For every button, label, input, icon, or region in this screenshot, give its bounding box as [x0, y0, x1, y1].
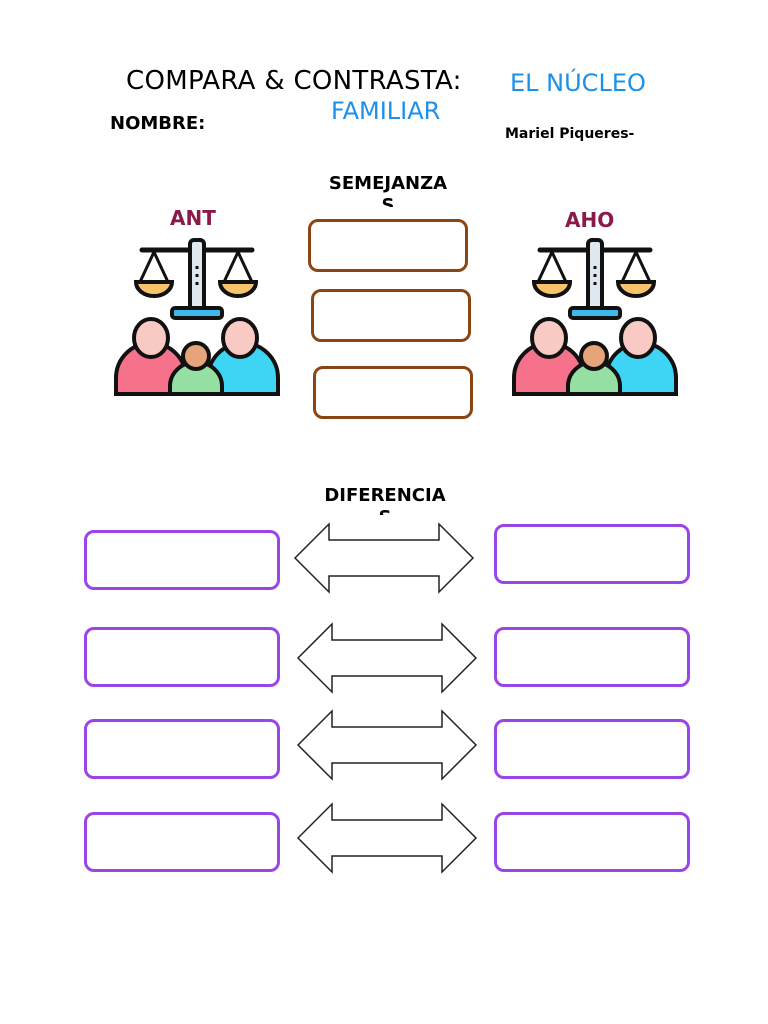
family-justice-illustration-right: [512, 238, 678, 396]
difference-left-box-3[interactable]: [84, 719, 280, 779]
double-arrow-icon: [293, 522, 475, 594]
similarities-heading: SEMEJANZAS: [328, 173, 448, 207]
name-label: NOMBRE:: [110, 113, 206, 134]
similarity-box-2[interactable]: [311, 289, 471, 342]
column-heading-right: AHO: [565, 208, 615, 232]
double-arrow-icon: [296, 622, 478, 694]
difference-left-box-2[interactable]: [84, 627, 280, 687]
title-accent-line2: FAMILIAR: [331, 97, 441, 125]
difference-right-box-2[interactable]: [494, 627, 690, 687]
difference-right-box-3[interactable]: [494, 719, 690, 779]
family-justice-illustration-left: [114, 238, 280, 396]
page-title: COMPARA & CONTRASTA:: [126, 66, 462, 96]
double-arrow-icon: [296, 802, 478, 874]
column-heading-left: ANT: [170, 206, 216, 230]
family-icon: [512, 317, 678, 396]
balance-scale-icon: [133, 238, 259, 320]
similarity-box-3[interactable]: [313, 366, 473, 419]
balance-scale-icon: [531, 238, 657, 320]
double-arrow-icon: [296, 709, 478, 781]
difference-right-box-1[interactable]: [494, 524, 690, 584]
title-accent-line1: EL NÚCLEO: [510, 69, 646, 97]
differences-heading: DIFERENCIAS: [324, 485, 446, 515]
family-icon: [114, 317, 280, 396]
similarity-box-1[interactable]: [308, 219, 468, 272]
difference-left-box-1[interactable]: [84, 530, 280, 590]
author-name: Mariel Piqueres-: [505, 126, 635, 141]
difference-right-box-4[interactable]: [494, 812, 690, 872]
difference-left-box-4[interactable]: [84, 812, 280, 872]
